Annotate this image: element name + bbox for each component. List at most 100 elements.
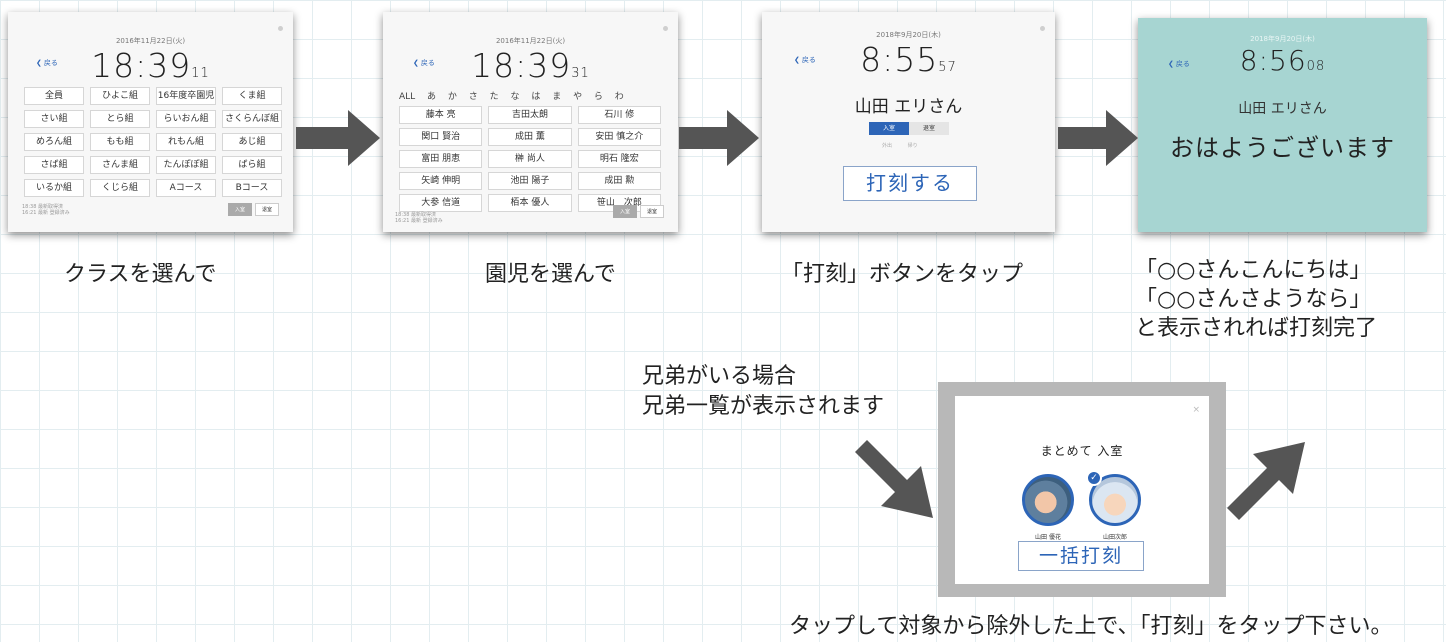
mode-out-button[interactable]: 退室	[254, 203, 279, 216]
class-button[interactable]: Aコース	[156, 179, 216, 197]
child-button[interactable]: 大参 信道	[399, 194, 483, 212]
clock: 18:3931	[383, 46, 678, 85]
step4-caption-line: と表示されれば打刻完了	[1135, 316, 1378, 341]
clock: 8:5608	[1138, 44, 1427, 77]
clock-main: 8:55	[860, 40, 939, 79]
in-out-toggle: 入室 退室	[869, 122, 949, 135]
close-icon[interactable]: ×	[1192, 405, 1200, 415]
status-dot	[663, 26, 668, 31]
child-button[interactable]: 矢崎 伸明	[399, 172, 483, 190]
flow-arrow-icon	[296, 110, 380, 166]
date-label: 2016年11月22日(火)	[115, 37, 186, 45]
sibling-name: 山田 優花	[1035, 534, 1061, 541]
child-button[interactable]: 成田 薫	[488, 128, 572, 146]
sync-status-line: 16:21 最新 登録済み	[22, 210, 70, 216]
mode-toggle: 入室 退室	[612, 205, 664, 218]
class-button[interactable]: いるか組	[24, 179, 84, 197]
child-button[interactable]: 池田 陽子	[488, 172, 572, 190]
greeting-message: おはようございます	[1170, 134, 1395, 162]
child-button[interactable]: 成田 勲	[577, 172, 661, 190]
mode-toggle: 入室 退室	[227, 203, 279, 216]
child-grid: 藤本 亮 吉田太朗 石川 修 関口 賢治 成田 薫 安田 慎之介 富田 朋恵 榊…	[399, 106, 661, 212]
clock-main: 18:39	[91, 46, 192, 85]
check-out-tab[interactable]: 退室	[909, 122, 949, 135]
child-button[interactable]: 関口 賢治	[399, 128, 483, 146]
clock-seconds: 11	[191, 66, 210, 81]
flow-arrow-icon	[679, 110, 759, 166]
class-select-screen: 2016年11月22日(火) 戻る 18:3911 全員 ひよこ組 16年度卒園…	[8, 12, 293, 232]
sync-status: 18:38 最新取得済 16:21 最新 登録済み	[22, 204, 70, 216]
mode-in-button[interactable]: 入室	[227, 203, 252, 216]
class-button[interactable]: 全員	[24, 87, 84, 105]
down-right-arrow-icon	[855, 440, 933, 518]
class-button[interactable]: たんぽぽ組	[156, 156, 216, 174]
child-button[interactable]: 明石 隆宏	[577, 150, 661, 168]
siblings-note-line: 兄弟一覧が表示されます	[642, 394, 885, 419]
clock-main: 18:39	[471, 46, 572, 85]
back-button[interactable]: 戻る	[36, 58, 58, 68]
sibling-name: 山田次郎	[1102, 534, 1127, 541]
check-in-tab[interactable]: 入室	[869, 122, 909, 135]
step2-caption: 園児を選んで	[485, 262, 616, 287]
up-right-arrow-icon	[1227, 442, 1305, 520]
mode-out-button[interactable]: 退室	[639, 205, 664, 218]
clock-seconds: 08	[1306, 59, 1326, 74]
child-button[interactable]: 石川 修	[577, 106, 661, 124]
class-button[interactable]: あじ組	[222, 133, 282, 151]
step4-caption-line: 「○○さんさようなら」	[1135, 287, 1372, 312]
class-button[interactable]: さい組	[24, 110, 84, 128]
sibling-avatar[interactable]	[1022, 474, 1074, 526]
bulk-stamp-button[interactable]: 一括打刻	[1018, 541, 1144, 571]
class-button[interactable]: 16年度卒園児	[156, 87, 216, 105]
child-button[interactable]: 榊 尚人	[488, 150, 572, 168]
class-button[interactable]: ひよこ組	[90, 87, 150, 105]
kana-filter[interactable]: ALL あ か さ た な は ま や ら わ	[399, 92, 624, 102]
siblings-note: 兄弟がいる場合 兄弟一覧が表示されます	[642, 362, 884, 422]
back-button[interactable]: 戻る	[794, 55, 816, 65]
back-button[interactable]: 戻る	[413, 58, 435, 68]
class-button[interactable]: もも組	[90, 133, 150, 151]
class-button[interactable]: ばら組	[222, 156, 282, 174]
clock-seconds: 57	[938, 60, 957, 75]
device-status-bar	[938, 382, 1226, 388]
clock-seconds: 31	[571, 66, 590, 81]
class-button[interactable]: れもん組	[156, 133, 216, 151]
child-button[interactable]: 藤本 亮	[399, 106, 483, 124]
clock-main: 8:56	[1239, 44, 1307, 77]
status-dot	[278, 26, 283, 31]
child-button[interactable]: 安田 慎之介	[577, 128, 661, 146]
child-button[interactable]: 富田 朋恵	[399, 150, 483, 168]
class-button[interactable]: さば組	[24, 156, 84, 174]
step4-caption-line: 「○○さんこんにちは」	[1135, 258, 1372, 283]
complete-screen: 2018年9月20日(木) 戻る 8:5608 山田 エリさん おはようございま…	[1138, 18, 1427, 232]
class-button[interactable]: めろん組	[24, 133, 84, 151]
step3-caption: 「打刻」ボタンをタップ	[781, 262, 1024, 287]
child-button[interactable]: 吉田太朗	[488, 106, 572, 124]
child-button[interactable]: 栢本 優人	[488, 194, 572, 212]
date-label: 2018年9月20日(木)	[876, 31, 941, 39]
sync-status-line: 18:38 最新取得済	[22, 204, 63, 210]
status-dot	[1040, 26, 1045, 31]
class-button[interactable]: さくらんぼ組	[222, 110, 282, 128]
date-label: 2016年11月22日(火)	[495, 37, 566, 45]
clock: 18:3911	[8, 46, 293, 85]
stamp-button[interactable]: 打刻する	[843, 166, 977, 201]
sub-options[interactable]: 外出 帰り	[882, 143, 918, 149]
class-button[interactable]: Bコース	[222, 179, 282, 197]
date-label: 2018年9月20日(木)	[1250, 35, 1315, 43]
class-button[interactable]: とら組	[90, 110, 150, 128]
sibling-dialog-frame: × まとめて 入室 ✓ 山田 優花 山田次郎 一括打刻	[938, 382, 1226, 597]
class-grid: 全員 ひよこ組 16年度卒園児 くま組 さい組 とら組 らいおん組 さくらんぼ組…	[24, 87, 282, 197]
flow-arrow-icon	[1058, 110, 1138, 166]
sync-status: 18:38 最新取得済 16:21 最新 登録済み	[395, 212, 443, 224]
class-button[interactable]: さんま組	[90, 156, 150, 174]
back-button[interactable]: 戻る	[1168, 59, 1190, 69]
child-name: 山田 エリさん	[1238, 101, 1327, 117]
class-button[interactable]: くま組	[222, 87, 282, 105]
class-button[interactable]: らいおん組	[156, 110, 216, 128]
child-name: 山田 エリさん	[854, 97, 963, 117]
clock: 8:5557	[762, 40, 1055, 79]
siblings-note-line: 兄弟がいる場合	[642, 364, 797, 389]
class-button[interactable]: くじら組	[90, 179, 150, 197]
mode-in-button[interactable]: 入室	[612, 205, 637, 218]
